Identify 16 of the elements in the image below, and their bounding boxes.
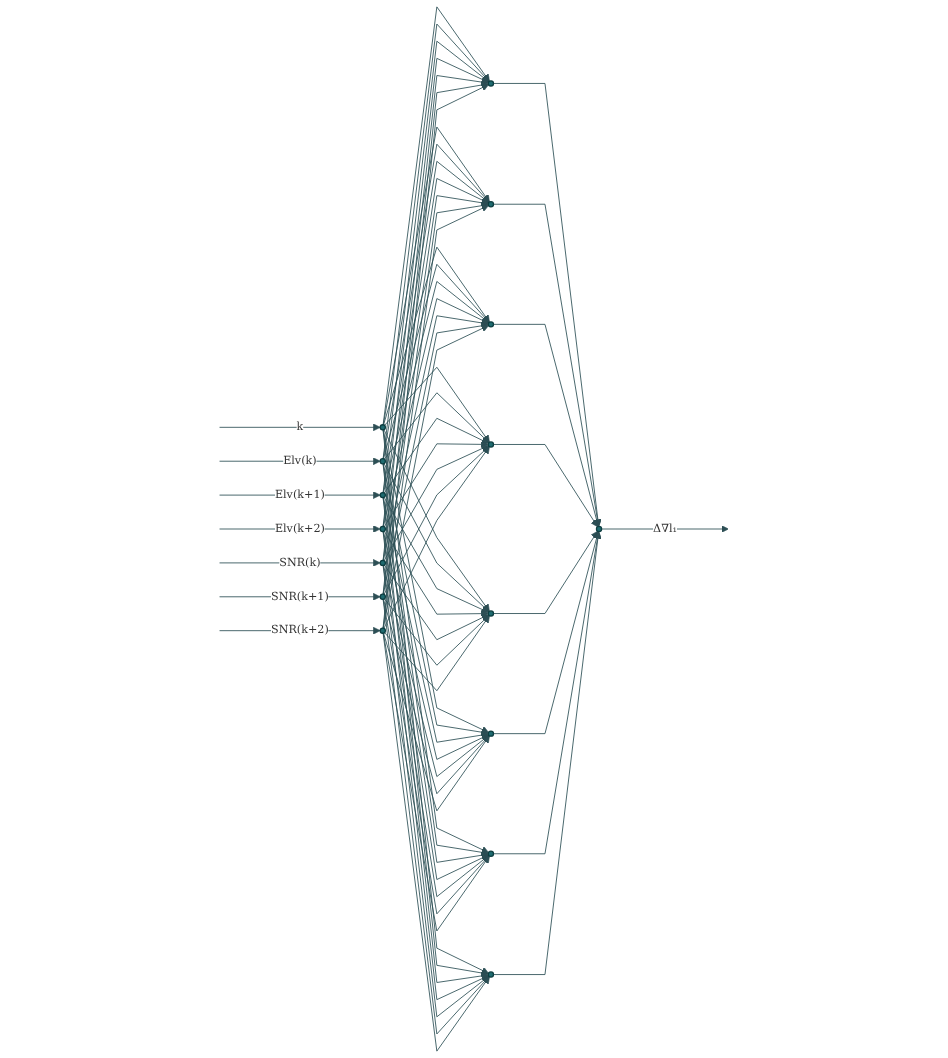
node-circle xyxy=(379,491,386,499)
node-circle xyxy=(379,627,386,634)
node-circle xyxy=(487,441,495,448)
node-circle xyxy=(487,321,495,328)
node-circle xyxy=(379,559,386,567)
node-circle xyxy=(487,971,495,978)
node-circle xyxy=(487,80,495,87)
node-circle xyxy=(487,850,495,857)
node-circle xyxy=(379,458,386,465)
node-circle xyxy=(595,525,603,533)
node-circle xyxy=(487,730,495,737)
node-circle xyxy=(379,593,386,600)
node-circle xyxy=(379,424,386,431)
node-circle xyxy=(487,201,495,208)
node-circle xyxy=(487,610,495,617)
node-circle xyxy=(379,525,386,533)
